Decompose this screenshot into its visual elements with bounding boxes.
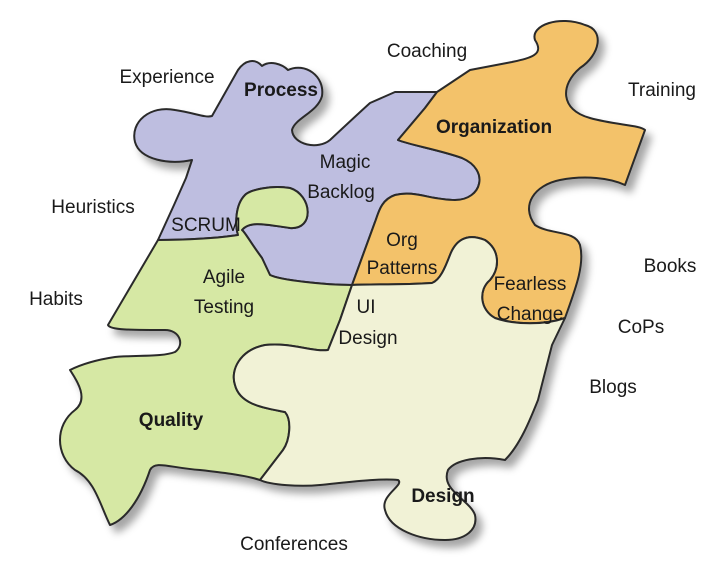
outer-label-training: Training xyxy=(628,80,696,101)
quality-item-testing: Testing xyxy=(194,297,254,318)
organization-title: Organization xyxy=(436,117,552,138)
outer-label-experience: Experience xyxy=(119,67,214,88)
organization-item-change: Change xyxy=(497,304,564,325)
outer-label-cops: CoPs xyxy=(618,317,664,338)
quality-title: Quality xyxy=(139,410,204,431)
outer-label-habits: Habits xyxy=(29,289,83,310)
process-title: Process xyxy=(244,80,318,101)
quality-item-agile: Agile xyxy=(203,267,245,288)
process-item-scrum: SCRUM xyxy=(171,215,241,236)
process-item-backlog: Backlog xyxy=(307,182,375,203)
design-title: Design xyxy=(411,486,474,507)
design-piece xyxy=(232,236,566,541)
design-item-design: Design xyxy=(338,328,397,349)
outer-label-heuristics: Heuristics xyxy=(51,197,134,218)
outer-label-coaching: Coaching xyxy=(387,41,467,62)
outer-label-conferences: Conferences xyxy=(240,534,348,555)
design-item-ui: UI xyxy=(357,297,376,318)
organization-item-org: Org xyxy=(386,230,418,251)
outer-label-blogs: Blogs xyxy=(589,377,637,398)
organization-item-patterns: Patterns xyxy=(367,258,438,279)
organization-item-fearless: Fearless xyxy=(494,274,567,295)
outer-label-books: Books xyxy=(644,256,697,277)
process-item-magic: Magic xyxy=(320,152,371,173)
